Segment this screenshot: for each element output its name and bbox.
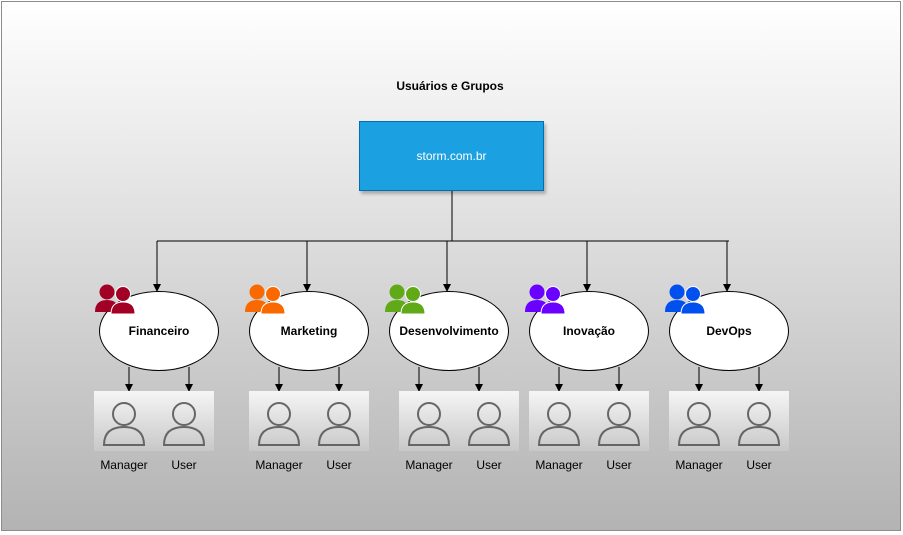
- users-icon: [663, 280, 717, 320]
- user-role-box[interactable]: [459, 391, 519, 451]
- user-role-label: User: [171, 458, 197, 472]
- user-role-label: User: [746, 458, 772, 472]
- user-role-label: User: [606, 458, 632, 472]
- person-icon: [102, 402, 146, 446]
- person-icon: [407, 402, 451, 446]
- manager-role-label: Manager: [535, 458, 583, 472]
- manager-role-box[interactable]: [94, 391, 154, 451]
- person-icon: [317, 402, 361, 446]
- manager-role-label: Manager: [405, 458, 453, 472]
- user-role-label: User: [326, 458, 352, 472]
- manager-role-box[interactable]: [249, 391, 309, 451]
- person-icon: [162, 402, 206, 446]
- group-label: Marketing: [280, 324, 338, 338]
- root-domain-box[interactable]: storm.com.br: [359, 121, 544, 191]
- user-role-label: User: [476, 458, 502, 472]
- group-label: Inovação: [562, 324, 616, 338]
- group-label: Financeiro: [128, 324, 190, 338]
- user-role-box[interactable]: [154, 391, 214, 451]
- manager-role-box[interactable]: [669, 391, 729, 451]
- users-icon: [523, 280, 577, 320]
- users-icon: [383, 280, 437, 320]
- person-icon: [257, 402, 301, 446]
- users-icon: [243, 280, 297, 320]
- person-icon: [537, 402, 581, 446]
- manager-role-box[interactable]: [399, 391, 459, 451]
- person-icon: [677, 402, 721, 446]
- user-role-box[interactable]: [589, 391, 649, 451]
- root-domain-label: storm.com.br: [416, 149, 487, 163]
- person-icon: [737, 402, 781, 446]
- user-role-box[interactable]: [729, 391, 789, 451]
- person-icon: [467, 402, 511, 446]
- diagram-title: Usuários e Grupos: [396, 79, 504, 93]
- person-icon: [597, 402, 641, 446]
- manager-role-label: Manager: [675, 458, 723, 472]
- users-icon: [93, 280, 147, 320]
- group-label: DevOps: [706, 324, 752, 338]
- manager-role-label: Manager: [100, 458, 148, 472]
- manager-role-box[interactable]: [529, 391, 589, 451]
- manager-role-label: Manager: [255, 458, 303, 472]
- user-role-box[interactable]: [309, 391, 369, 451]
- group-label: Desenvolvimento: [399, 324, 499, 338]
